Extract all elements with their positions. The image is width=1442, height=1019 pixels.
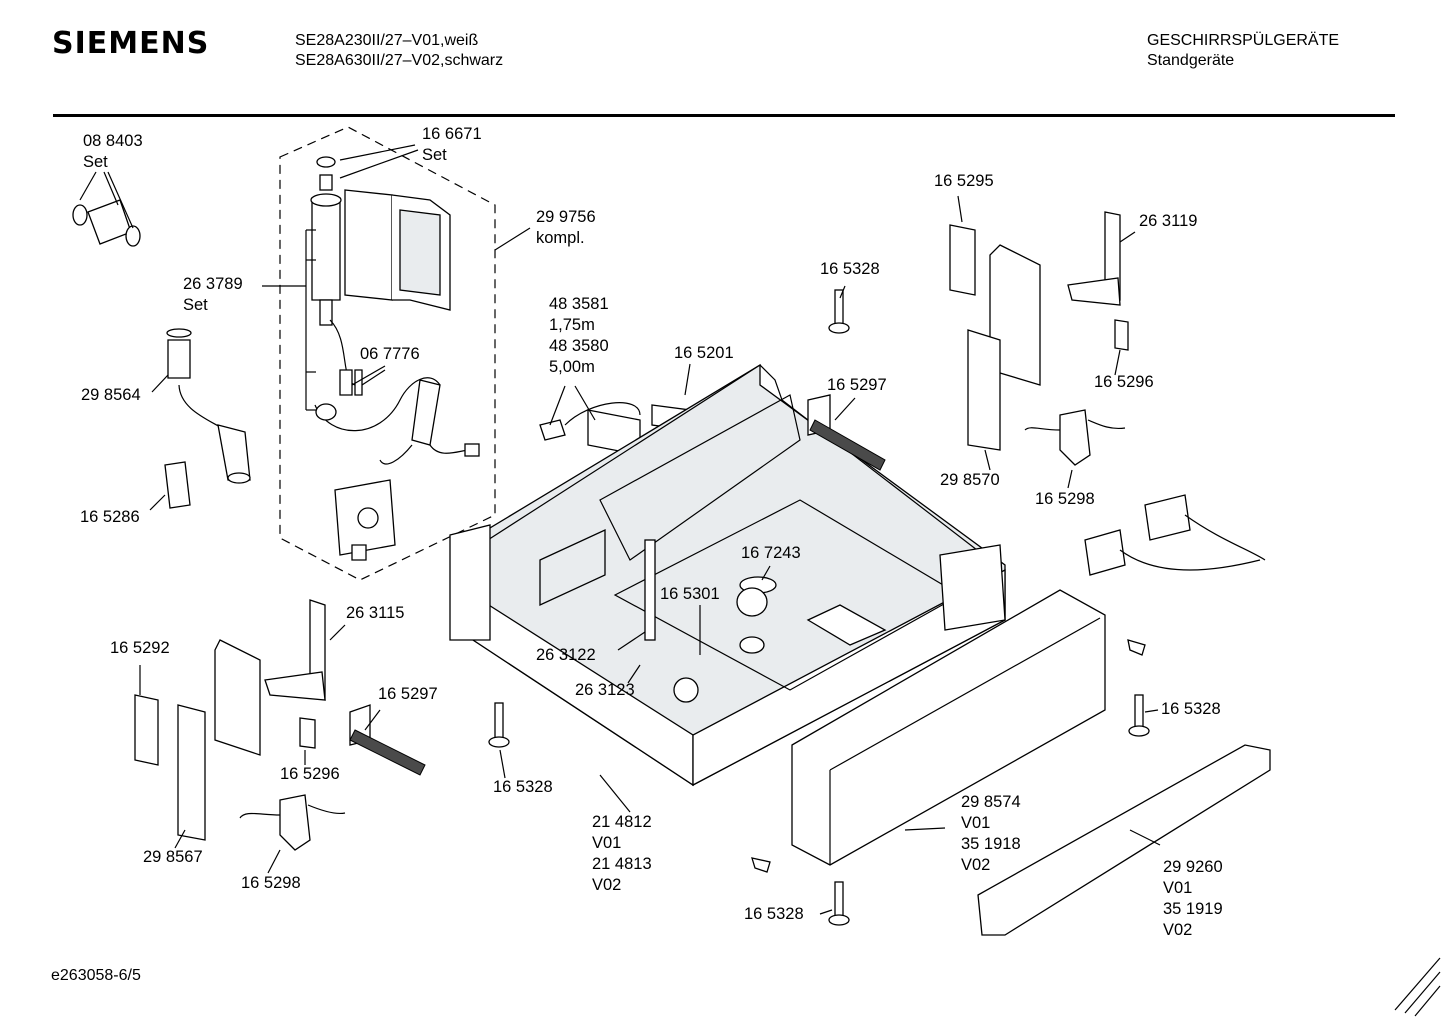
- label-165298-left: 16 5298: [241, 874, 301, 892]
- part-number: 48 3580: [549, 337, 609, 355]
- appliance-category: GESCHIRRSPÜLGERÄTE Standgeräte: [1147, 31, 1339, 71]
- hinge-spring-right: [807, 394, 886, 471]
- small-screw-1: [1127, 639, 1146, 656]
- label-263123: 26 3123: [575, 681, 635, 699]
- part-note: Set: [183, 296, 208, 314]
- hinge-bracket-right: [949, 211, 1129, 466]
- foot-screw-3: [1128, 694, 1150, 737]
- part-note: 5,00m: [549, 358, 595, 376]
- label-299756: 29 9756 kompl.: [536, 207, 596, 249]
- part-note: Set: [422, 146, 447, 164]
- foot-screw-2: [488, 702, 510, 748]
- part-number: 21 4812: [592, 813, 652, 831]
- label-165328-top: 16 5328: [820, 260, 880, 278]
- part-number: 48 3581: [549, 295, 609, 313]
- power-cable: [539, 402, 641, 456]
- label-298564: 29 8564: [81, 386, 141, 404]
- label-165298-right: 16 5298: [1035, 490, 1095, 508]
- brand-logo: SIEMENS: [52, 26, 210, 61]
- label-165286: 16 5286: [80, 508, 140, 526]
- kick-plate-inner: [791, 589, 1106, 866]
- part-note: Set: [83, 153, 108, 171]
- hose-clip: [164, 461, 191, 509]
- label-088403: 08 8403 Set: [83, 131, 143, 173]
- part-number: 35 1919: [1163, 900, 1223, 918]
- document-code: e263058-6/5: [51, 967, 141, 984]
- model-line-v02: SE28A630II/27–V02,schwarz: [295, 52, 504, 69]
- category-subtitle: Standgeräte: [1147, 52, 1235, 69]
- label-165296-left: 16 5296: [280, 765, 340, 783]
- part-variant: V02: [961, 856, 991, 874]
- hinge-bracket-left: [134, 599, 346, 851]
- part-variant: V01: [1163, 879, 1193, 897]
- part-note: 1,75m: [549, 316, 595, 334]
- category-title: GESCHIRRSPÜLGERÄTE: [1147, 32, 1340, 49]
- label-263115: 26 3115: [346, 604, 405, 622]
- part-number: 29 9756: [536, 208, 596, 226]
- label-167243: 16 7243: [741, 544, 801, 562]
- model-numbers: SE28A230II/27–V01,weiß SE28A630II/27–V02…: [295, 31, 503, 71]
- label-165296-right: 16 5296: [1094, 373, 1154, 391]
- foot-screw-1: [828, 289, 850, 334]
- part-number: 21 4813: [592, 855, 652, 873]
- part-number: 35 1918: [961, 835, 1021, 853]
- label-298574: 29 8574 V01 35 1918 V02: [961, 792, 1021, 876]
- label-165328-right: 16 5328: [1161, 700, 1221, 718]
- part-number: 29 9260: [1163, 858, 1223, 876]
- label-298570: 29 8570: [940, 471, 1000, 489]
- part-variant: V01: [961, 814, 991, 832]
- label-263119: 26 3119: [1139, 212, 1198, 230]
- label-299260: 29 9260 V01 35 1919 V02: [1163, 857, 1223, 941]
- label-165328-left: 16 5328: [493, 778, 553, 796]
- label-214812: 21 4812 V01 21 4813 V02: [592, 812, 652, 896]
- label-166671: 16 6671 Set: [422, 124, 482, 166]
- hinge-spring-left: [349, 704, 426, 776]
- inlet-valve-assembly: [310, 156, 480, 561]
- label-165201: 16 5201: [674, 344, 734, 362]
- leader-lines: [79, 144, 1161, 915]
- foot-screw-4: [828, 881, 850, 926]
- label-298567: 29 8567: [143, 848, 203, 866]
- part-variant: V02: [1163, 921, 1193, 939]
- label-067776: 06 7776: [360, 345, 420, 363]
- label-165328-bottom: 16 5328: [744, 905, 804, 923]
- label-483581: 48 3581 1,75m 48 3580 5,00m: [549, 294, 609, 378]
- part-variant: V01: [592, 834, 622, 852]
- part-variant: V02: [592, 876, 622, 894]
- header-rule: [53, 114, 1395, 117]
- label-263789: 26 3789 Set: [183, 274, 243, 316]
- label-165295: 16 5295: [934, 172, 994, 190]
- label-165292: 16 5292: [110, 639, 170, 657]
- label-165301: 16 5301: [660, 585, 720, 603]
- kick-plate-outer: [977, 744, 1271, 936]
- part-note: kompl.: [536, 229, 585, 247]
- corner-hatch: [1394, 957, 1441, 1017]
- wiring-harness: [1084, 494, 1266, 576]
- part-number: 26 3789: [183, 275, 243, 293]
- label-165297-right: 16 5297: [827, 376, 887, 394]
- part-number: 08 8403: [83, 132, 143, 150]
- part-number: 29 8574: [961, 793, 1021, 811]
- base-tub: [449, 363, 1006, 787]
- label-263122: 26 3122: [536, 646, 596, 664]
- label-165297-left: 16 5297: [378, 685, 438, 703]
- model-line-v01: SE28A230II/27–V01,weiß: [295, 32, 479, 49]
- part-number: 16 6671: [422, 125, 482, 143]
- drain-hose: [166, 328, 251, 484]
- hose-clamp-set: [72, 199, 141, 247]
- small-screw-2: [751, 857, 771, 873]
